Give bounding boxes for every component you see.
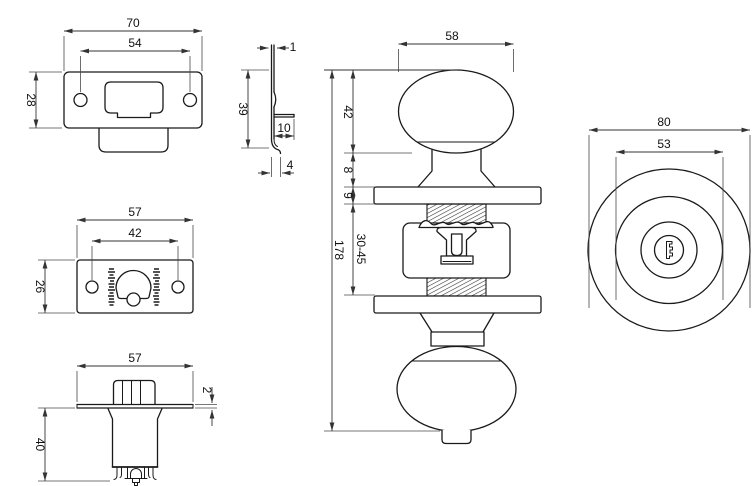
wave-washer xyxy=(418,220,494,229)
dim-knob-height: 42 xyxy=(341,105,355,119)
latch-faceplate-front-view: 57 42 26 xyxy=(33,205,194,314)
keyway-icon xyxy=(666,241,673,259)
spindle-slot xyxy=(450,233,463,257)
inside-knob-ball xyxy=(396,345,517,433)
dim-latch-width: 57 xyxy=(128,351,142,365)
dim-strike-width: 70 xyxy=(126,16,140,30)
dim-strike-height: 28 xyxy=(24,93,38,107)
dim-faceplate-width: 57 xyxy=(128,205,142,219)
latch-side-dimensions: 57 2 40 xyxy=(33,351,217,482)
spindle-foot xyxy=(440,255,474,265)
brand-stamp-right xyxy=(153,268,160,306)
inside-knob-neck xyxy=(419,312,495,347)
knob-outline-front xyxy=(614,195,724,305)
brand-stamp-left xyxy=(108,268,115,306)
dim-door-thickness-range: 30-45 xyxy=(354,234,368,265)
dim-rose-thickness: 9 xyxy=(341,192,355,199)
strike-latch-cutout xyxy=(104,81,164,119)
knob-face-ring xyxy=(640,221,698,279)
dim-faceplate-height: 26 xyxy=(33,280,47,294)
dim-strike-lip: 4 xyxy=(287,158,294,172)
strike-screw-hole-left xyxy=(73,92,88,108)
deadlatch-plunger xyxy=(126,292,141,307)
latch-body-side-view: 57 2 40 xyxy=(33,351,217,486)
key-cylinder-face xyxy=(653,234,685,266)
faceplate-screw-hole-left xyxy=(85,280,99,294)
strike-screw-hole-right xyxy=(182,92,198,108)
latch-bolt-face xyxy=(115,269,152,300)
key-cylinder-tail xyxy=(441,430,472,445)
knob-front-view: 80 53 xyxy=(587,115,751,332)
dim-strike-side-height: 39 xyxy=(236,102,250,116)
assembly-dimensions: 58 42 8 9 30-45 178 xyxy=(324,29,514,432)
dim-knob-diameter: 58 xyxy=(445,29,459,43)
strike-side-dimple xyxy=(273,91,277,108)
dim-rose-diameter: 80 xyxy=(657,115,671,129)
faceplate-outline xyxy=(76,259,194,314)
dim-faceplate-hole-spacing: 42 xyxy=(128,226,142,240)
dim-latch-plate-thickness: 2 xyxy=(200,387,214,394)
outside-knob-ball xyxy=(397,69,515,154)
strike-tab xyxy=(98,127,169,153)
dim-strike-hole-spacing: 54 xyxy=(128,36,142,50)
outside-rose xyxy=(373,186,542,205)
latch-rear-mechanism xyxy=(113,466,157,486)
strike-front-dimensions: 70 54 28 xyxy=(24,16,203,129)
faceplate-dimensions: 57 42 26 xyxy=(33,205,194,314)
outside-knob-neck xyxy=(417,148,496,188)
strike-plate-side-view: 1 39 10 4 xyxy=(236,40,297,177)
strike-side-lip xyxy=(270,138,282,155)
dim-latch-depth: 40 xyxy=(33,438,47,452)
faceplate-screw-hole-right xyxy=(171,280,185,294)
dim-strike-thickness: 1 xyxy=(290,40,297,54)
latch-tube-body xyxy=(107,407,163,468)
rose-outline-front xyxy=(587,168,751,332)
strike-plate-outline xyxy=(63,71,203,129)
dim-strike-tab-depth: 10 xyxy=(277,121,291,135)
dim-neck-height: 8 xyxy=(341,167,355,174)
strike-side-dimensions: 1 39 10 4 xyxy=(236,40,297,177)
knob-assembly-side-view: 58 42 8 9 30-45 178 xyxy=(324,29,542,445)
spindle-thread-lower xyxy=(426,275,487,297)
knob-front-dimensions: 80 53 xyxy=(588,115,751,308)
inside-rose xyxy=(373,295,542,314)
dim-knob-front-diameter: 53 xyxy=(657,137,671,151)
strike-plate-front-view: 70 54 28 xyxy=(24,16,203,153)
latch-bolt-side xyxy=(112,379,156,405)
dim-overall-length: 178 xyxy=(332,240,346,260)
